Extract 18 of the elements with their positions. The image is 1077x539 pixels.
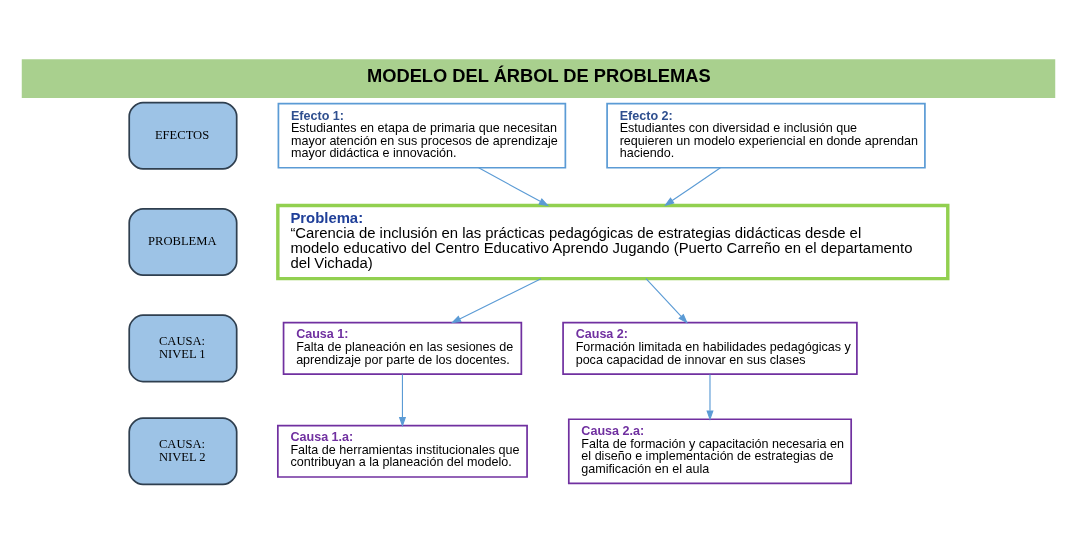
node-box: Causa 2.a: Falta de formación y capacitación necesaria en el diseño e implementación de estrategias de gamificación en el aula xyxy=(567,418,853,485)
arrow xyxy=(706,373,714,421)
diagram-title: MODELO DEL ÁRBOL DE PROBLEMAS xyxy=(367,64,711,86)
node-box: Causa 1.a: Falta de herramientas institucionales que contribuyan a la planeación del modelo. xyxy=(277,424,528,478)
arrow xyxy=(478,167,550,207)
arrow xyxy=(645,278,688,324)
node-box: Causa 1: Falta de planeación en las sesiones de aprendizaje por parte de los docentes. xyxy=(282,321,523,375)
node-box: Causa 2: Formación limitada en habilidades pedagógicas y poca capacidad de innovar en sus clases xyxy=(562,321,858,375)
arrow xyxy=(398,373,407,428)
node-box: PROBLEMA xyxy=(128,208,238,277)
node-box: CAUSA: NIVEL 2 xyxy=(128,417,238,486)
node-box: EFECTOS xyxy=(128,101,238,170)
node-box: Efecto 1: Estudiantes en etapa de primaria que necesitan mayor atención en sus procesos de aprendizaje mayor didáctica e innovación. xyxy=(277,102,567,169)
node-box: CAUSA: NIVEL 1 xyxy=(128,314,238,383)
node-box: Problema: “Carencia de inclusión en las prácticas pedagógicas de estrategias didácticas desde el modelo educativo del Centro Educativo Aprendo Jugando (Puerto Carreño en el departamento del Vichada) xyxy=(276,203,950,281)
node-box: Efecto 2: Estudiantes con diversidad e inclusión que requieren un modelo experiencial en donde aprendan haciendo. xyxy=(606,102,926,169)
arrow xyxy=(450,278,542,324)
arrow xyxy=(664,167,722,207)
